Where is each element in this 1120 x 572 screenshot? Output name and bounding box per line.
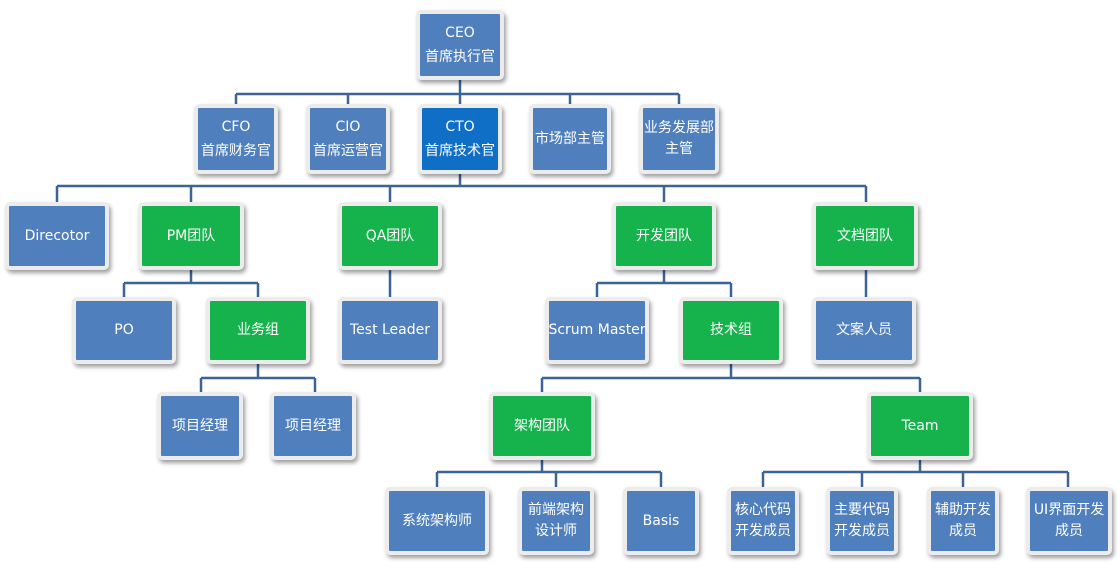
node-cto-subtitle: 首席技术官 [425, 142, 495, 159]
node-cio-title: CIO [335, 118, 361, 135]
node-pm-team-label: PM团队 [166, 227, 216, 244]
node-assist-dev: 辅助开发 成员 [927, 487, 999, 555]
node-test-leader: Test Leader [338, 297, 442, 364]
node-cio: CIO 首席运营官 [306, 104, 390, 174]
node-system-architect-label: 系统架构师 [402, 512, 472, 529]
node-po-label: PO [114, 322, 134, 338]
node-cto: CTO 首席技术官 [418, 104, 502, 174]
node-market-head: 市场部主管 [529, 104, 611, 174]
node-qa-team-label: QA团队 [365, 227, 415, 244]
node-cto-title: CTO [445, 118, 475, 135]
node-core-dev-line2: 开发成员 [735, 523, 791, 539]
node-dev-team-label: 开发团队 [636, 227, 692, 244]
node-scrum-master-label: Scrum Master [548, 322, 646, 338]
node-tech-group-label: 技术组 [710, 322, 752, 338]
node-dev-team: 开发团队 [612, 202, 716, 270]
node-pm-team: PM团队 [138, 202, 244, 270]
node-core-dev-line1: 核心代码 [735, 502, 791, 518]
node-basis: Basis [623, 487, 699, 555]
node-qa-team: QA团队 [338, 202, 442, 270]
node-assist-dev-line1: 辅助开发 [935, 502, 991, 518]
node-market-head-label: 市场部主管 [535, 130, 605, 147]
node-frontend-architect-line2: 设计师 [535, 523, 577, 539]
node-project-manager-2-label: 项目经理 [285, 417, 341, 434]
node-main-dev-line2: 开发成员 [834, 523, 890, 539]
node-biz-group: 业务组 [206, 297, 310, 364]
node-frontend-architect: 前端架构 设计师 [518, 487, 594, 555]
node-system-architect: 系统架构师 [385, 487, 489, 555]
node-ceo: CEO 首席执行官 [416, 10, 504, 80]
node-ceo-subtitle: 首席执行官 [425, 48, 495, 65]
node-tech-group: 技术组 [679, 297, 783, 364]
node-frontend-architect-line1: 前端架构 [528, 502, 584, 518]
node-team-label: Team [901, 417, 939, 434]
node-bizdev-head-line2: 主管 [665, 141, 693, 157]
node-ui-dev: UI界面开发 成员 [1026, 487, 1112, 555]
node-main-dev: 主要代码 开发成员 [826, 487, 898, 555]
node-copywriter-label: 文案人员 [836, 322, 892, 338]
node-ceo-title: CEO [445, 24, 475, 41]
node-biz-group-label: 业务组 [237, 322, 279, 338]
node-po: PO [72, 297, 176, 364]
node-basis-label: Basis [642, 512, 680, 529]
node-director: Direcotor [5, 202, 109, 270]
node-docs-team: 文档团队 [812, 202, 918, 270]
node-assist-dev-line2: 成员 [949, 523, 977, 539]
node-cfo-title: CFO [221, 118, 251, 135]
node-cfo-subtitle: 首席财务官 [201, 142, 271, 159]
node-main-dev-line1: 主要代码 [834, 502, 890, 518]
node-cfo: CFO 首席财务官 [194, 104, 278, 174]
node-test-leader-label: Test Leader [349, 322, 431, 338]
node-arch-team: 架构团队 [489, 392, 595, 460]
node-scrum-master: Scrum Master [545, 297, 649, 364]
node-ui-dev-line2: 成员 [1055, 523, 1083, 539]
node-docs-team-label: 文档团队 [837, 227, 893, 244]
node-ui-dev-line1: UI界面开发 [1033, 502, 1105, 518]
node-cio-subtitle: 首席运营官 [313, 142, 383, 159]
node-bizdev-head-line1: 业务发展部 [644, 120, 714, 136]
node-project-manager-1: 项目经理 [157, 392, 243, 460]
node-core-dev: 核心代码 开发成员 [727, 487, 799, 555]
node-arch-team-label: 架构团队 [514, 417, 570, 434]
node-project-manager-1-label: 项目经理 [172, 417, 228, 434]
node-director-label: Direcotor [24, 227, 90, 244]
node-copywriter: 文案人员 [812, 297, 916, 364]
node-team: Team [867, 392, 973, 460]
node-project-manager-2: 项目经理 [270, 392, 356, 460]
node-bizdev-head: 业务发展部 主管 [639, 104, 719, 174]
